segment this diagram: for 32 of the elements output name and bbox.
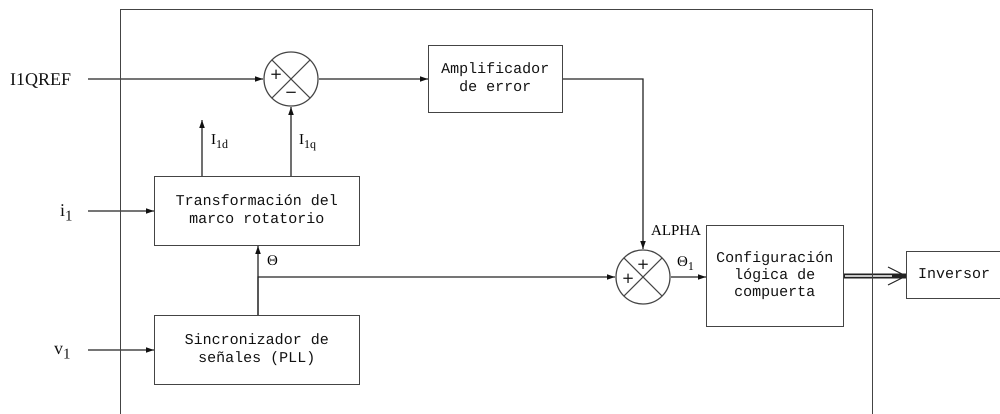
summing-junction <box>262 50 319 107</box>
block-label: Configuración lógica de compuerta <box>715 250 834 302</box>
arrow <box>288 107 294 176</box>
arrow <box>257 274 615 315</box>
signal-label: v$_{1}$ <box>54 338 70 364</box>
process-block <box>906 251 1000 299</box>
signal-label: i$_{1}$ <box>60 200 73 226</box>
arrow <box>88 76 263 82</box>
block-label: Transformación del marco rotatorio <box>174 193 339 228</box>
arrow <box>563 78 646 249</box>
block-label: Inversor <box>918 266 990 284</box>
block-label: Amplificador de error <box>440 61 550 96</box>
sign-label: + <box>636 256 649 272</box>
edge-label: I$_{1q}$ <box>298 133 317 150</box>
arrow <box>88 347 154 353</box>
edge-label: Θ$_{1}$ <box>676 255 695 272</box>
process-block <box>428 44 563 113</box>
process-block <box>706 224 844 327</box>
system-boundary-frame <box>120 9 873 414</box>
sign-label: + <box>270 66 282 82</box>
summing-junction <box>614 248 671 305</box>
edge-label: I$_{1d}$ <box>210 133 229 150</box>
sign-label: − <box>284 84 297 100</box>
signal-label: I1QREF <box>10 68 72 90</box>
arrow <box>199 120 205 176</box>
arrow <box>319 76 428 82</box>
sign-label: + <box>622 270 634 286</box>
arrow <box>88 208 154 214</box>
block-label: Sincronizador de señales (PLL) <box>184 332 330 367</box>
process-block <box>154 314 360 385</box>
process-block <box>154 176 360 246</box>
arrow <box>671 274 706 280</box>
